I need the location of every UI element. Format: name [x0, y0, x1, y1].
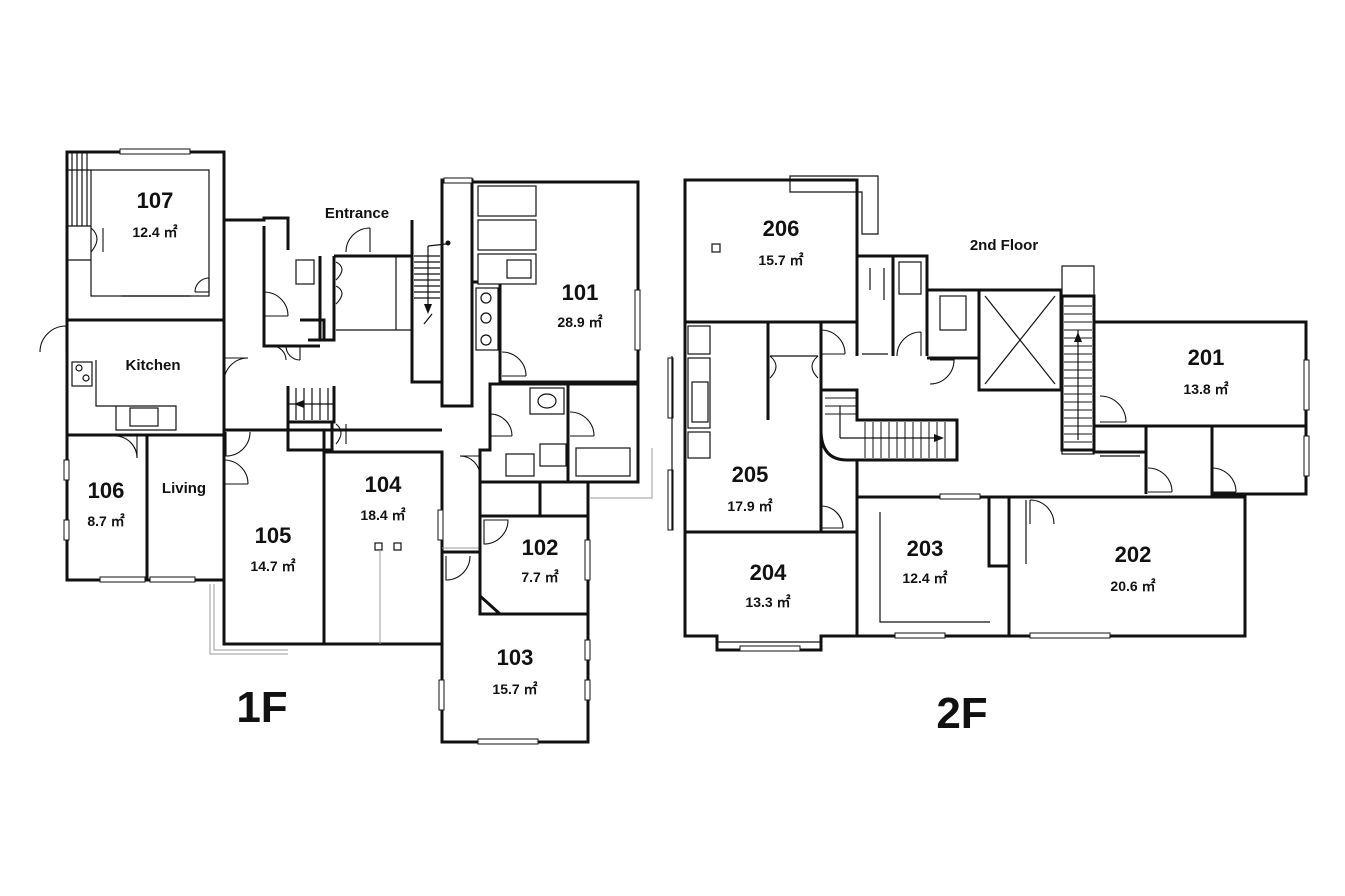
room-number-106: 106 [88, 478, 125, 503]
void [977, 288, 1063, 392]
room-area-201: 13.8 ㎡ [1183, 381, 1228, 397]
room-number-102: 102 [522, 535, 559, 560]
closet-lines [67, 152, 91, 261]
window [119, 148, 191, 155]
room-104 [322, 450, 480, 646]
room-area-106: 8.7 ㎡ [87, 513, 124, 529]
door[interactable] [194, 277, 210, 293]
stairs-2f-right [1060, 265, 1096, 455]
label-living: Living [162, 480, 206, 497]
stove-icon [71, 361, 93, 387]
room-number-107: 107 [137, 188, 174, 213]
room-area-204: 13.3 ㎡ [745, 594, 790, 610]
stove-icon [687, 325, 711, 355]
floor-label-2f: 2F [936, 689, 987, 738]
labels: Entrance Kitchen Living 2nd Floor 1F 2F … [87, 188, 1228, 738]
room-202 [987, 495, 1247, 639]
kitchen-area [39, 318, 249, 437]
room-area-101: 28.9 ㎡ [557, 314, 602, 330]
kitchen-door[interactable] [39, 325, 67, 353]
room-area-103: 15.7 ㎡ [492, 681, 537, 697]
room-203 [855, 493, 1011, 639]
second-floor-plan [667, 175, 1310, 652]
stairs-lower [288, 388, 334, 420]
first-floor-plan [39, 148, 653, 745]
room-number-202: 202 [1115, 542, 1152, 567]
closets-2f [1092, 426, 1310, 496]
wc-block-2f [857, 254, 981, 385]
label-kitchen: Kitchen [125, 357, 180, 374]
room-area-107: 12.4 ㎡ [132, 224, 177, 240]
room-number-201: 201 [1188, 345, 1225, 370]
toilet-icon [898, 261, 922, 295]
washbasin-icon [687, 431, 711, 459]
room-number-101: 101 [562, 280, 599, 305]
toilet-icon [295, 259, 315, 285]
door[interactable] [90, 227, 104, 253]
floor-label-1f: 1F [236, 683, 287, 732]
room-204 [683, 530, 859, 652]
kitchenette-icon [475, 287, 499, 351]
label-entrance: Entrance [325, 205, 389, 222]
room-area-202: 20.6 ㎡ [1110, 578, 1155, 594]
bathtub-icon [575, 447, 631, 477]
room-201 [1092, 320, 1310, 428]
washbasin-icon [539, 443, 567, 467]
room-area-203: 12.4 ㎡ [902, 570, 947, 586]
room-206 [683, 175, 879, 324]
room-103 [438, 550, 591, 745]
door[interactable] [114, 435, 138, 459]
room-number-105: 105 [255, 523, 292, 548]
washbasin-icon [529, 387, 565, 415]
stairs [414, 240, 451, 325]
room-106 [63, 433, 149, 583]
room-number-206: 206 [763, 216, 800, 241]
toilet-icon [939, 295, 967, 331]
room-area-104: 18.4 ㎡ [360, 507, 405, 523]
room-area-105: 14.7 ㎡ [250, 558, 295, 574]
toilet-icon [506, 259, 532, 279]
door[interactable] [223, 357, 249, 383]
entrance-door[interactable] [345, 227, 371, 253]
door[interactable] [223, 459, 249, 485]
bath-area [459, 382, 653, 499]
toilet-icon [505, 453, 535, 477]
sink-icon [129, 407, 159, 427]
room-number-204: 204 [750, 560, 787, 585]
room-area-206: 15.7 ㎡ [758, 252, 803, 268]
room-101 [472, 180, 641, 384]
room-number-203: 203 [907, 536, 944, 561]
room-number-103: 103 [497, 645, 534, 670]
room-number-205: 205 [732, 462, 769, 487]
stairs-2f-center [819, 388, 959, 462]
label-second-floor: 2nd Floor [970, 237, 1038, 254]
room-number-104: 104 [365, 472, 402, 497]
room-area-102: 7.7 ㎡ [521, 569, 558, 585]
room-area-205: 17.9 ㎡ [727, 498, 772, 514]
